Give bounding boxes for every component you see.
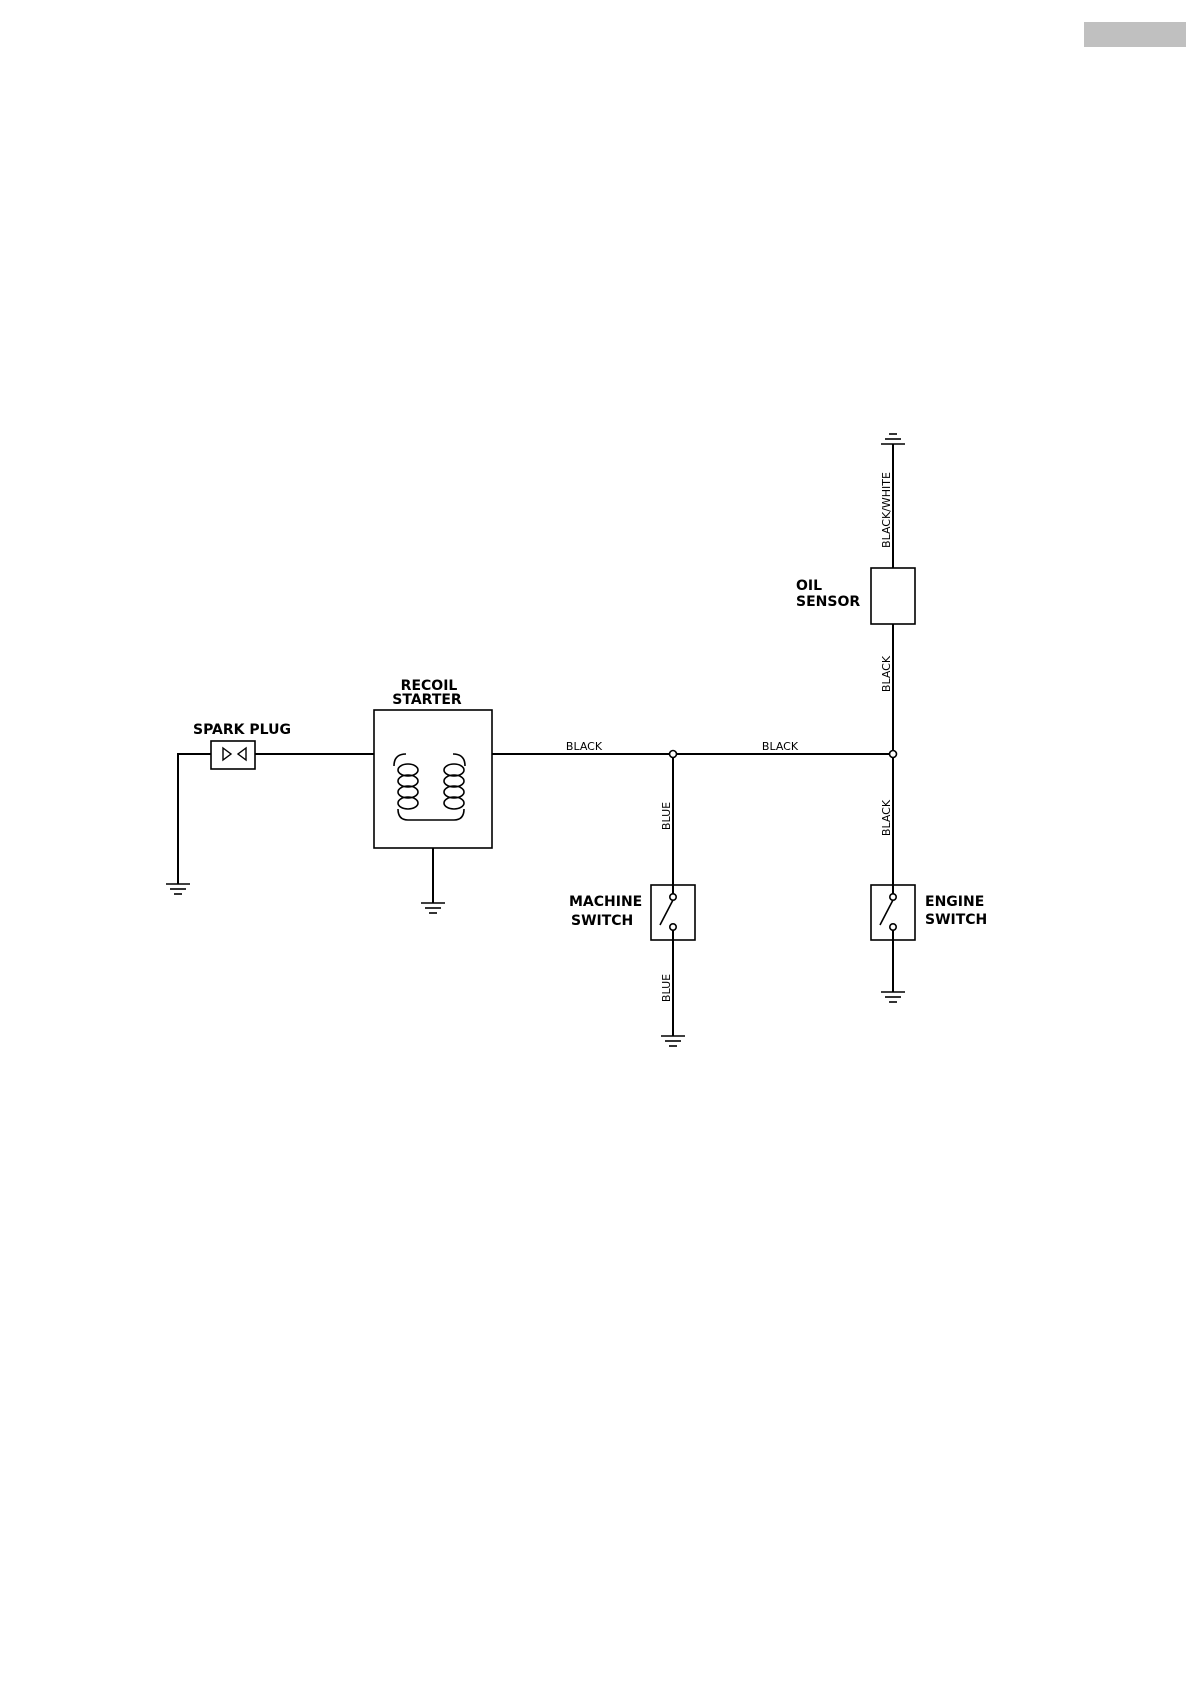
oil-sensor-label-line1: OIL: [796, 578, 822, 594]
junction-node: [890, 751, 897, 758]
engine-switch: [871, 885, 915, 940]
wire-label-black-oil: BLACK: [880, 655, 893, 692]
ground-icon: [661, 1036, 685, 1046]
machine-switch: [651, 885, 695, 940]
junction-node: [670, 751, 677, 758]
oil-sensor-label-line2: SENSOR: [796, 594, 860, 610]
recoil-starter-label-line2: STARTER: [392, 692, 462, 708]
machine-switch-label-line2: SWITCH: [571, 913, 633, 929]
ground-icon: [881, 992, 905, 1002]
engine-switch-label-line2: SWITCH: [925, 912, 987, 928]
wire-label-black-engine: BLACK: [880, 799, 893, 836]
wire-label-black-right: BLACK: [762, 740, 799, 753]
ground-icon: [421, 903, 445, 913]
wire-label-blue-top: BLUE: [660, 802, 673, 830]
engine-switch-label-line1: ENGINE: [925, 894, 984, 910]
spark-plug-ground-wire: [178, 754, 211, 884]
wire-label-blue-bottom: BLUE: [660, 974, 673, 1002]
wire-label-black-left: BLACK: [566, 740, 603, 753]
ground-icon: [166, 884, 190, 894]
ground-icon: [881, 434, 905, 444]
oil-sensor: [871, 568, 915, 624]
machine-switch-label-line1: MACHINE: [569, 894, 642, 910]
wire-label-black-white: BLACK/WHITE: [880, 472, 893, 548]
spark-plug: [211, 741, 255, 769]
recoil-starter: [374, 710, 492, 848]
spark-plug-label: SPARK PLUG: [193, 722, 291, 738]
